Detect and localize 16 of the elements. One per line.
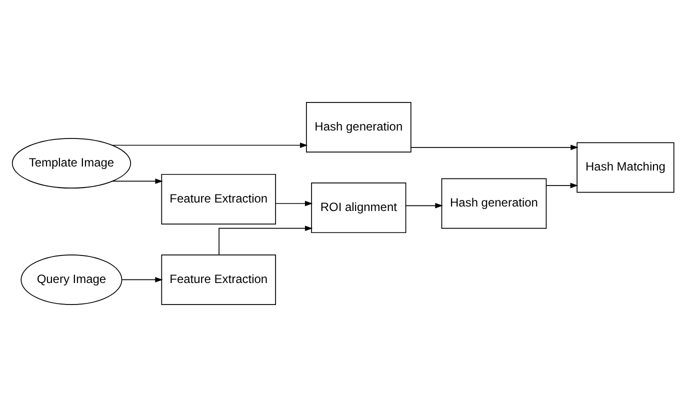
node-box: Feature Extraction	[161, 173, 276, 224]
arrow	[122, 276, 163, 282]
node-box: Hash generation	[441, 178, 547, 228]
arrow	[112, 178, 163, 184]
arrow	[112, 142, 308, 148]
node-ellipse: Template Image	[12, 137, 132, 188]
arrow	[406, 202, 443, 208]
node-box: Hash Matching	[576, 142, 674, 192]
node-box: Feature Extraction	[161, 254, 276, 304]
node-ellipse: Query Image	[20, 254, 122, 304]
arrow	[410, 144, 578, 150]
arrow	[218, 225, 313, 255]
arrow	[275, 200, 313, 206]
node-box: Hash generation	[306, 102, 412, 152]
node-box: ROI alignment	[311, 182, 406, 233]
arrow	[546, 182, 578, 188]
